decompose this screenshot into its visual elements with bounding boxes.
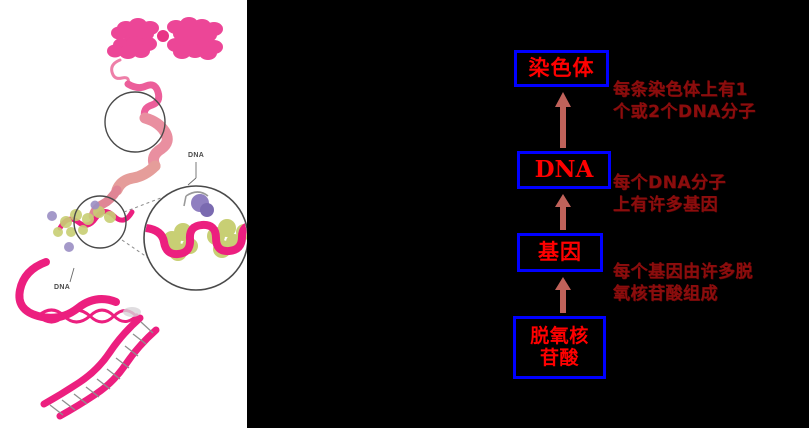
condensed-chromosome (107, 17, 223, 60)
arrow-up-dna-to-chromosome (555, 92, 571, 148)
magnifier-leader-lines (121, 195, 167, 269)
flow-box-dna[interactable]: DNA (517, 151, 611, 189)
zoom-circle-chromatin-fiber (104, 91, 166, 153)
chromosome-dna-illustration (15, 17, 247, 420)
flow-box-deoxyribonucleotide[interactable]: 脱氧核 苷酸 (513, 316, 606, 379)
dna-label-leaders (69, 162, 197, 283)
annotation-gene-note: 每个基因由许多脱 氧核苷酸组成 (613, 262, 753, 304)
flow-box-gene[interactable]: 基因 (517, 233, 603, 272)
nucleosome-beads-region (47, 200, 135, 252)
hierarchy-flow-diagram: 染色体 DNA 基因 脱氧核 苷酸 每条染色体上有1 个或2个DNA分子 每个D… (247, 0, 809, 428)
dna-label-upper: DNA (188, 152, 205, 159)
chromatin-unwinding-thread (88, 58, 173, 221)
magnified-nucleosome-detail (143, 185, 247, 291)
annotation-dna-note: 每个DNA分子 上有许多基因 (613, 173, 726, 215)
zoom-circle-nucleosome (73, 195, 127, 249)
chromosome-illustration-panel: DNA DNA (0, 0, 247, 428)
arrow-up-nucleotide-to-gene (555, 277, 571, 313)
dna-double-helix (15, 258, 160, 420)
flow-box-chromosome[interactable]: 染色体 (514, 50, 609, 87)
dna-label-lower: DNA (54, 284, 71, 291)
arrow-up-gene-to-dna (555, 194, 571, 230)
annotation-chromosome-note: 每条染色体上有1 个或2个DNA分子 (613, 80, 756, 122)
